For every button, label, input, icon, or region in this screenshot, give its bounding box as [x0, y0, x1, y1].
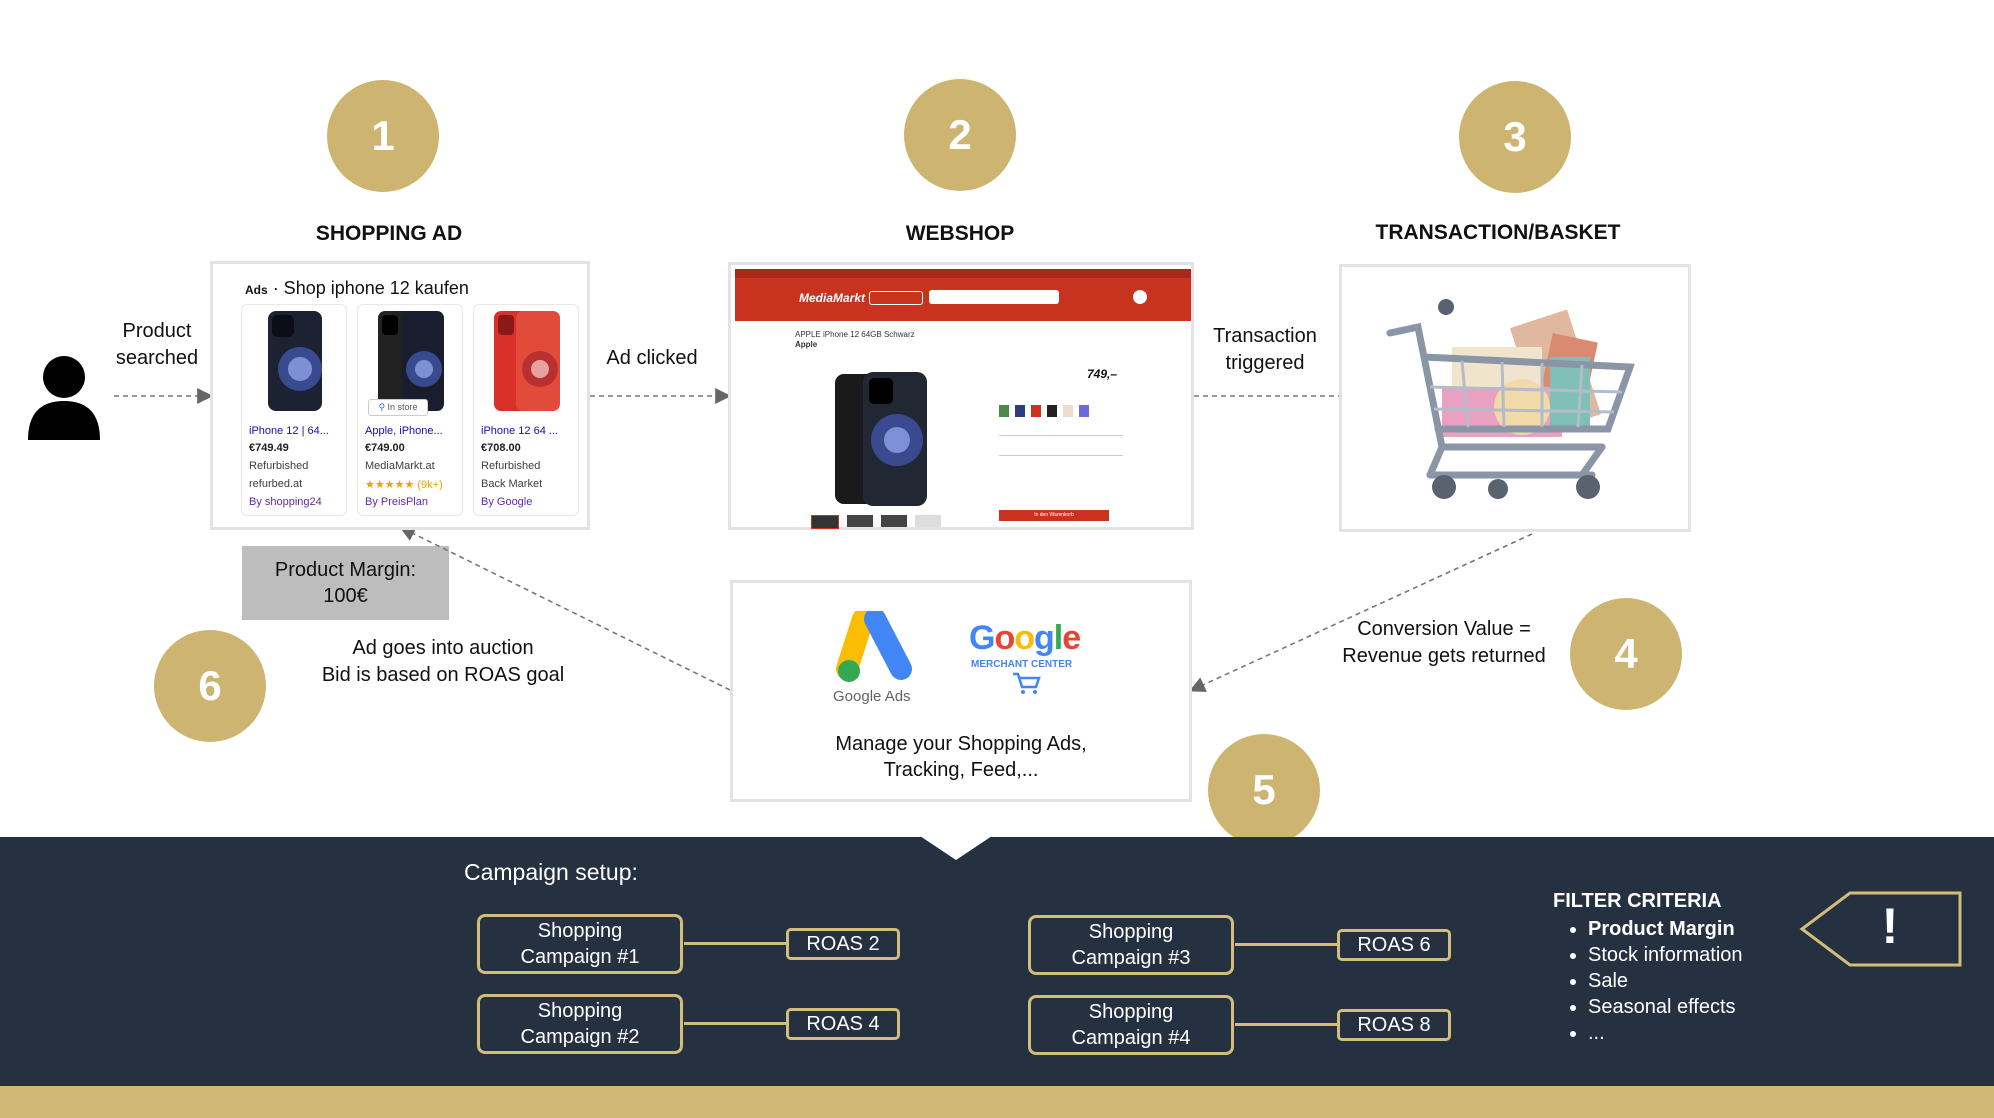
product-price: €749.00 — [365, 442, 405, 454]
campaign-setup-title: Campaign setup: — [464, 859, 638, 885]
manage-box: Google Ads Google MERCHANT CENTER Manage… — [730, 580, 1192, 802]
webshop-header: MediaMarkt — [735, 269, 1191, 321]
roas-3-box[interactable]: ROAS 6 — [1337, 929, 1451, 961]
campaign-1-box[interactable]: Shopping Campaign #1 — [477, 914, 683, 974]
product-condition: Refurbished — [481, 460, 541, 472]
filter-criteria-list: Product Margin Stock information Sale Se… — [1548, 916, 1743, 1046]
filter-item: Sale — [1588, 968, 1743, 994]
merchant-cart-icon — [1013, 672, 1041, 694]
product-shop: refurbed.at — [249, 478, 303, 490]
in-store-badge: ⚲ In store — [368, 399, 428, 416]
shopping-cart-icon — [1386, 299, 1635, 499]
google-logo: Google — [969, 619, 1081, 657]
step-5-circle: 5 — [1208, 734, 1320, 846]
product-name: iPhone 12 | 64... — [249, 425, 329, 437]
product-searched-label: Product searched — [115, 320, 199, 369]
transaction-triggered-label: Transaction triggered — [1213, 325, 1317, 374]
google-ads-label: Google Ads — [833, 688, 911, 705]
section-notch — [920, 836, 992, 860]
step-4-circle: 4 — [1570, 598, 1682, 710]
location-pin-icon: ⚲ — [378, 402, 386, 412]
shopping-ad-card: Ads · Shop iphone 12 kaufen iPhone 12 | … — [210, 261, 590, 530]
roas-2-box[interactable]: ROAS 4 — [786, 1008, 900, 1040]
campaign-setup-section — [0, 837, 1994, 1086]
auction-label: Ad goes into auction Bid is based on ROA… — [321, 637, 565, 686]
iphone-image — [378, 311, 444, 411]
product-by: By Google — [481, 496, 533, 508]
cart-icon[interactable] — [1133, 290, 1147, 304]
filter-criteria-title: FILTER CRITERIA — [1553, 890, 1722, 912]
person-icon — [28, 356, 100, 440]
arrow-manage-to-ad — [399, 526, 731, 691]
campaign-2-box[interactable]: Shopping Campaign #2 — [477, 994, 683, 1054]
mediamarkt-logo: MediaMarkt — [799, 291, 866, 305]
google-ads-logo-icon — [836, 611, 912, 682]
ads-tag: Ads — [245, 283, 268, 297]
ad-clicked-label: Ad clicked — [606, 347, 698, 369]
product-rating: ★★★★★ (9k+) — [365, 479, 443, 491]
in-store-badge-text: In store — [387, 402, 418, 412]
merchant-center-label: MERCHANT CENTER — [971, 659, 1073, 670]
product-shop: Back Market — [481, 478, 543, 490]
product-by: By PreisPlan — [365, 496, 428, 508]
webshop-brand: Apple — [795, 340, 818, 349]
arrow-basket-to-manage — [1189, 533, 1533, 692]
webshop-price: 749,– — [1087, 367, 1118, 381]
product-price: €708.00 — [481, 442, 521, 454]
webshop-topbar — [735, 269, 1191, 278]
campaign-4-box[interactable]: Shopping Campaign #4 — [1028, 995, 1234, 1055]
product-name: Apple, iPhone... — [365, 425, 443, 437]
roas-1-box[interactable]: ROAS 2 — [786, 928, 900, 960]
product-condition: Refurbished — [249, 460, 309, 472]
shopping-ad-title: SHOPPING AD — [315, 222, 463, 245]
transaction-basket-title: TRANSACTION/BASKET — [1375, 221, 1621, 244]
product-card-3[interactable]: iPhone 12 64 ... €708.00 Refurbished Bac… — [473, 304, 579, 516]
add-to-cart-button[interactable]: In den Warenkorb — [999, 510, 1109, 521]
filter-item: ... — [1588, 1020, 1743, 1046]
thumbnail-strip[interactable] — [811, 515, 941, 529]
roas-4-box[interactable]: ROAS 8 — [1337, 1009, 1451, 1041]
shopping-ad-headline: Ads · Shop iphone 12 kaufen — [245, 278, 469, 299]
connector-line — [1235, 1023, 1337, 1026]
product-card-2[interactable]: ⚲ In store Apple, iPhone... €749.00 Medi… — [357, 304, 463, 516]
conversion-value-label: Conversion Value = Revenue gets returned — [1342, 618, 1546, 667]
step-1-circle: 1 — [327, 80, 439, 192]
webshop-title: WEBSHOP — [905, 222, 1015, 245]
basket-card — [1339, 264, 1691, 532]
filter-item: Stock information — [1588, 942, 1743, 968]
connector-line — [684, 942, 786, 945]
step-3-circle: 3 — [1459, 81, 1571, 193]
connector-line — [684, 1022, 786, 1025]
webshop-card: MediaMarkt APPLE iPhone 12 64GB Schwarz … — [728, 262, 1194, 530]
webshop-search-input[interactable] — [929, 290, 1059, 304]
categories-button[interactable] — [869, 291, 923, 305]
iphone-image — [268, 311, 322, 411]
product-card-1[interactable]: iPhone 12 | 64... €749.49 Refurbished re… — [241, 304, 347, 516]
webshop-product-title: APPLE iPhone 12 64GB Schwarz — [795, 330, 915, 339]
manage-box-text: Manage your Shopping Ads, Tracking, Feed… — [835, 733, 1087, 781]
step-6-circle: 6 — [154, 630, 266, 742]
alert-exclamation: ! — [1881, 898, 1899, 954]
footer-gold-strip — [0, 1086, 1994, 1118]
product-name: iPhone 12 64 ... — [481, 425, 559, 437]
filter-item: Product Margin — [1588, 916, 1743, 942]
campaign-3-box[interactable]: Shopping Campaign #3 — [1028, 915, 1234, 975]
ads-headline-text: · Shop iphone 12 kaufen — [272, 278, 469, 298]
filter-item: Seasonal effects — [1588, 994, 1743, 1020]
product-price: €749.49 — [249, 442, 289, 454]
product-margin-box: Product Margin: 100€ — [242, 546, 449, 620]
product-condition: MediaMarkt.at — [365, 460, 435, 472]
product-by: By shopping24 — [249, 496, 322, 508]
step-2-circle: 2 — [904, 79, 1016, 191]
connector-line — [1235, 943, 1337, 946]
iphone-red-image — [494, 311, 560, 411]
alert-arrow-icon — [1799, 891, 1962, 967]
color-swatches[interactable] — [999, 405, 1119, 419]
webshop-iphone-image — [835, 372, 927, 506]
